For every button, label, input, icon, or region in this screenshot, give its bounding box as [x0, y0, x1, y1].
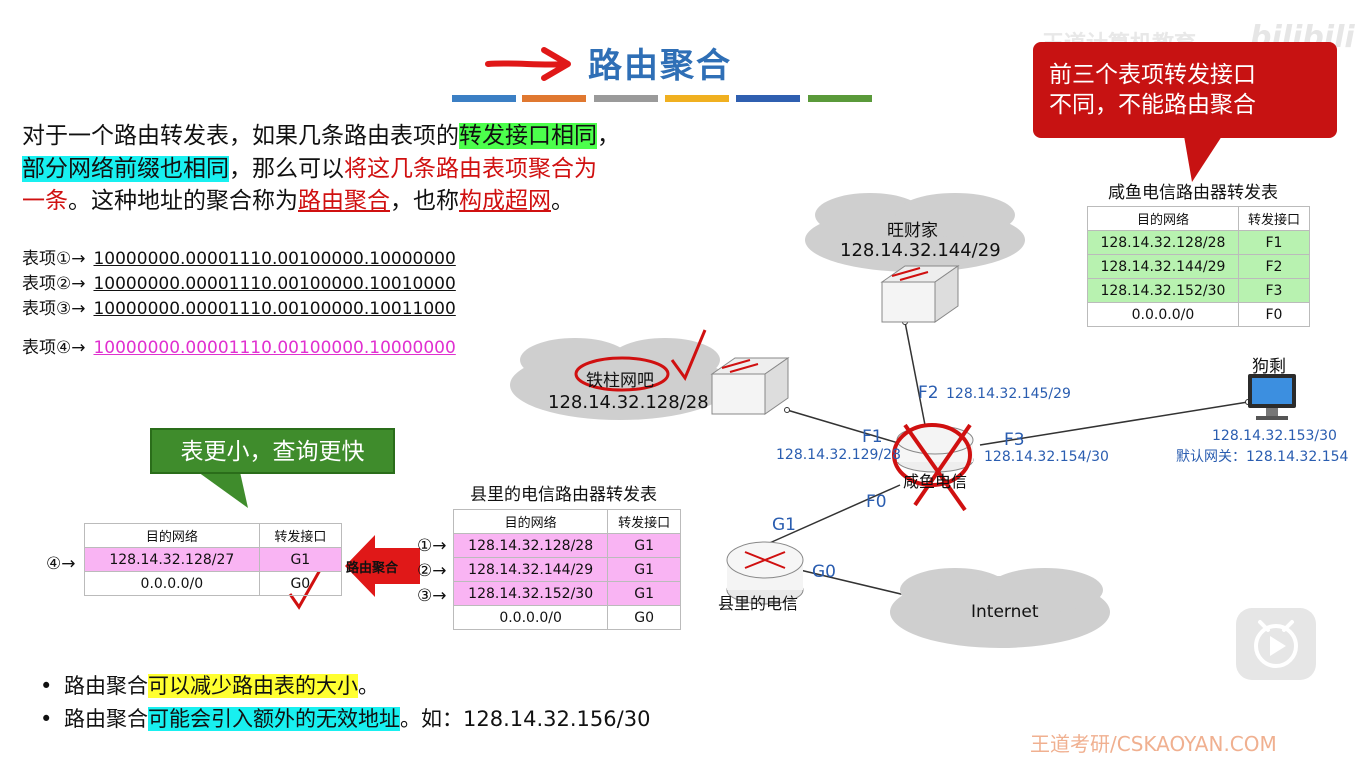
- color-bar-green: [808, 95, 872, 102]
- agg-marker: ④→: [46, 554, 76, 574]
- red-arrow-icon: [485, 47, 571, 81]
- red-callout-tail: [1184, 136, 1222, 182]
- goushen-gateway: 默认网关：128.14.32.154: [1176, 449, 1349, 465]
- computer-icon: [1248, 374, 1296, 420]
- color-bar-gray: [594, 95, 658, 102]
- switch-icon: [710, 357, 790, 415]
- green-callout: 表更小，查询更快: [150, 428, 395, 474]
- intro-line-3: 一条。这种地址的聚合称为路由聚合，也称构成超网。: [22, 188, 574, 214]
- goushen-name: 狗剩: [1252, 357, 1286, 377]
- router-icon: [726, 541, 804, 605]
- network-diagram: [198, 193, 1296, 648]
- port-f3-ip: 128.14.32.154/30: [984, 449, 1109, 465]
- tiezhu-name: 铁柱网吧: [586, 371, 654, 391]
- county-marker-2: ②→: [417, 561, 447, 581]
- switch-icon: [880, 265, 960, 323]
- county-table-title: 县里的电信路由器转发表: [470, 485, 657, 505]
- entry-1: 表项①→10000000.00001110.00100000.10000000: [22, 249, 456, 269]
- cross-out-icon: [892, 423, 972, 512]
- port-f0: F0: [866, 492, 887, 512]
- intro-line-1: 对于一个路由转发表，如果几条路由表项的转发接口相同，: [22, 123, 620, 149]
- tiezhu-net: 128.14.32.128/28: [548, 392, 709, 413]
- wangcaijia-name: 旺财家: [887, 221, 938, 241]
- entry-3: 表项③→10000000.00001110.00100000.10011000: [22, 299, 456, 319]
- wangcaijia-net: 128.14.32.144/29: [840, 240, 1001, 261]
- port-g0: G0: [812, 562, 836, 582]
- cloud-wangcaijia: [805, 193, 1025, 272]
- bullet-1: •路由聚合可以减少路由表的大小。: [40, 674, 379, 698]
- aggregation-arrow-label: 路由聚合: [346, 561, 399, 576]
- red-callout: 前三个表项转发接口 不同，不能路由聚合: [1033, 42, 1337, 138]
- cloud-internet: [890, 568, 1110, 648]
- color-bar-orange: [522, 95, 586, 102]
- color-bar-blue: [452, 95, 516, 102]
- cloud-tiezhu: [510, 338, 730, 420]
- aggregation-arrow-icon: [345, 535, 420, 597]
- play-button[interactable]: [1236, 608, 1316, 680]
- page-title: 路由聚合: [588, 46, 732, 86]
- color-bar-yellow: [665, 95, 729, 102]
- bullet-2: •路由聚合可能会引入额外的无效地址。如：128.14.32.156/30: [40, 707, 651, 731]
- check-icon: [670, 329, 707, 382]
- county-marker-3: ③→: [417, 586, 447, 606]
- port-g1: G1: [772, 515, 796, 535]
- port-f1-ip: 128.14.32.129/28: [776, 447, 901, 463]
- county-label: 县里的电信: [718, 594, 799, 613]
- intro-line-2: 部分网络前缀也相同，那么可以将这几条路由表项聚合为: [22, 156, 597, 182]
- county-marker-1: ①→: [417, 536, 447, 556]
- goushen-ip: 128.14.32.153/30: [1212, 428, 1337, 444]
- watermark-bottom: 王道考研/CSKAOYAN.COM: [1030, 732, 1277, 756]
- play-icon: [1254, 620, 1298, 668]
- entry-2: 表项②→10000000.00001110.00100000.10010000: [22, 274, 456, 294]
- color-bar-darkblue: [736, 95, 800, 102]
- internet-label: Internet: [971, 602, 1039, 622]
- entry-4: 表项④→10000000.00001110.00100000.10000000: [22, 338, 456, 358]
- port-f2: F2: [918, 383, 939, 403]
- green-callout-tail: [198, 472, 248, 508]
- xianyu-table-title: 咸鱼电信路由器转发表: [1108, 183, 1278, 203]
- xianyu-label: 咸鱼电信: [903, 472, 968, 491]
- port-f2-ip: 128.14.32.145/29: [946, 386, 1071, 402]
- port-f1: F1: [862, 427, 883, 447]
- highlight-circle: [574, 356, 670, 392]
- port-f3: F3: [1004, 430, 1025, 450]
